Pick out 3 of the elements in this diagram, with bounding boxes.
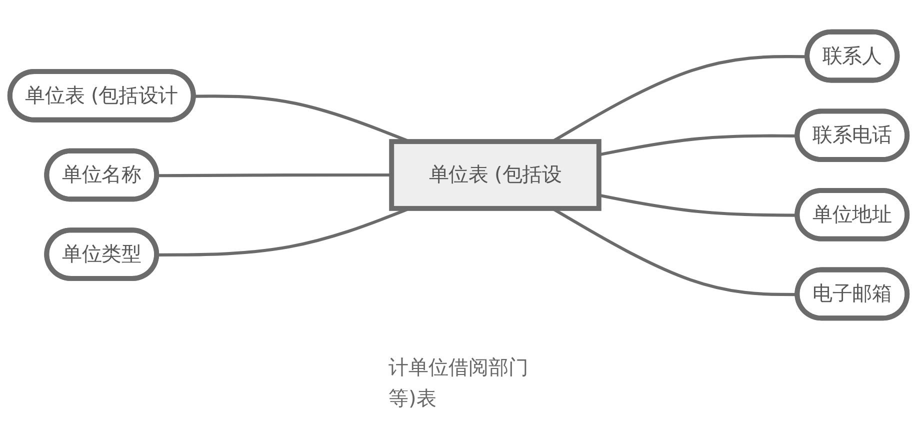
node-box: 单位表 (包括设: [389, 139, 602, 211]
entity-caption: 等)表: [388, 385, 438, 412]
entity-caption: 计单位借阅部门: [388, 354, 528, 381]
